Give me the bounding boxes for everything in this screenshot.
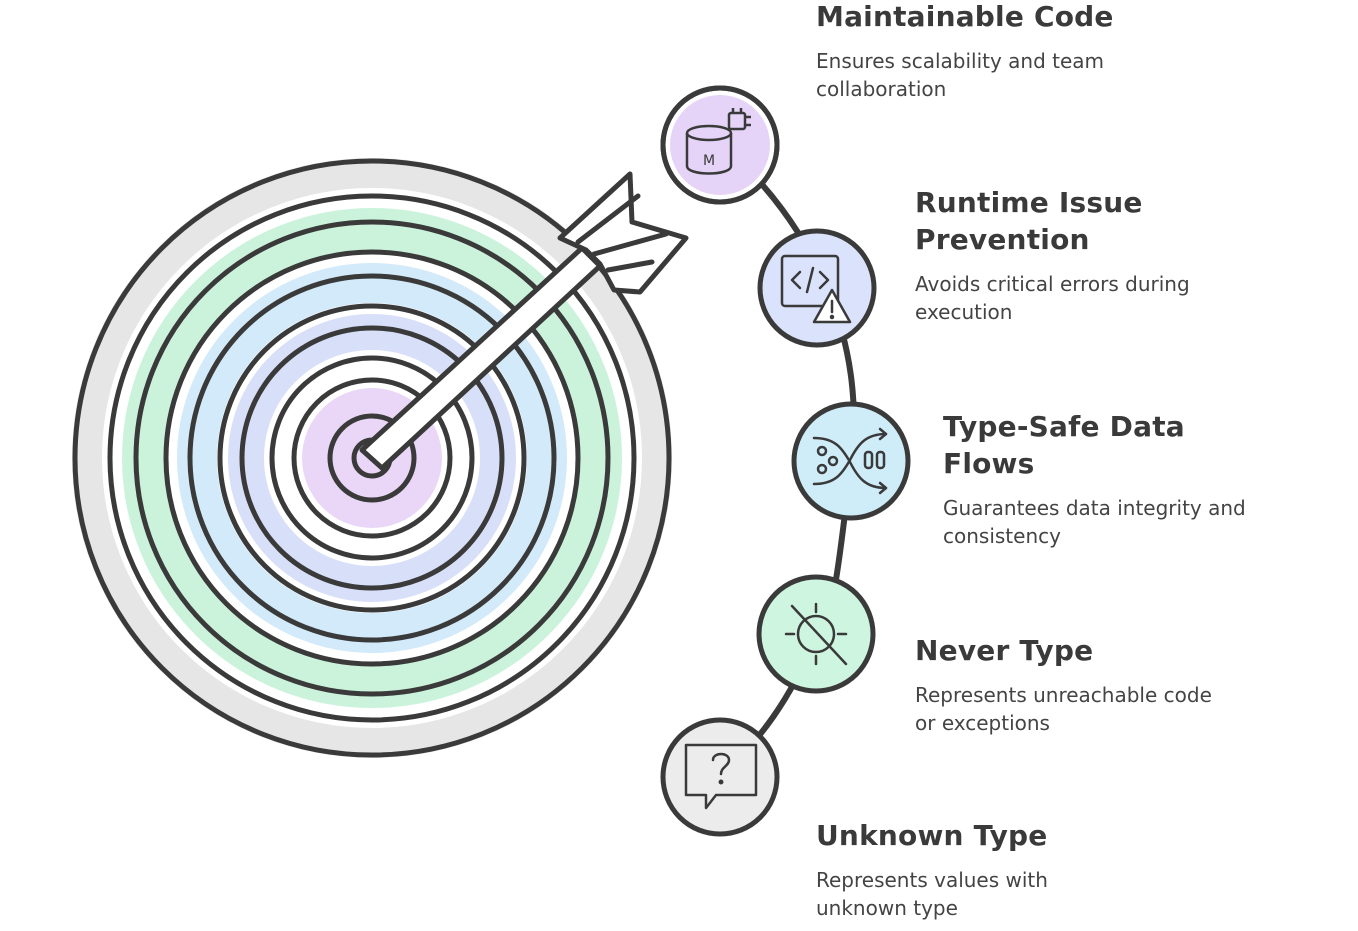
label-never-type: Never Type Represents unreachable code o… bbox=[915, 632, 1345, 737]
svg-text:M: M bbox=[703, 153, 715, 169]
label-maintainable-code: Maintainable Code Ensures scalability an… bbox=[816, 0, 1246, 103]
node-type-safe-data-flows bbox=[791, 401, 911, 521]
item-title: Never Type bbox=[915, 634, 1094, 667]
node-unknown-type bbox=[660, 717, 780, 837]
item-description: Avoids critical errors during execution bbox=[915, 272, 1190, 324]
arrow-icon bbox=[359, 171, 689, 471]
item-title: Runtime Issue Prevention bbox=[915, 186, 1143, 256]
database-chip-icon: M bbox=[685, 108, 751, 175]
node-never-type bbox=[756, 574, 876, 694]
label-unknown-type: Unknown Type Represents values with unkn… bbox=[816, 817, 1246, 922]
data-flow-icon bbox=[812, 427, 888, 495]
item-description: Guarantees data integrity and consistenc… bbox=[943, 496, 1246, 548]
item-title: Maintainable Code bbox=[816, 0, 1114, 33]
node-runtime-issue-prevention bbox=[757, 228, 877, 348]
item-description: Represents values with unknown type bbox=[816, 868, 1048, 920]
label-type-safe-data-flows: Type-Safe Data Flows Guarantees data int… bbox=[943, 408, 1358, 550]
item-title: Unknown Type bbox=[816, 819, 1048, 852]
label-runtime-issue-prevention: Runtime Issue Prevention Avoids critical… bbox=[915, 184, 1345, 326]
item-description: Represents unreachable code or exception… bbox=[915, 683, 1212, 735]
item-description: Ensures scalability and team collaborati… bbox=[816, 49, 1105, 101]
blocked-sun-icon bbox=[784, 602, 848, 666]
item-title: Type-Safe Data Flows bbox=[943, 410, 1185, 480]
code-warning-icon bbox=[780, 254, 852, 324]
question-bubble-icon bbox=[684, 743, 758, 810]
node-maintainable-code: M bbox=[660, 85, 780, 205]
